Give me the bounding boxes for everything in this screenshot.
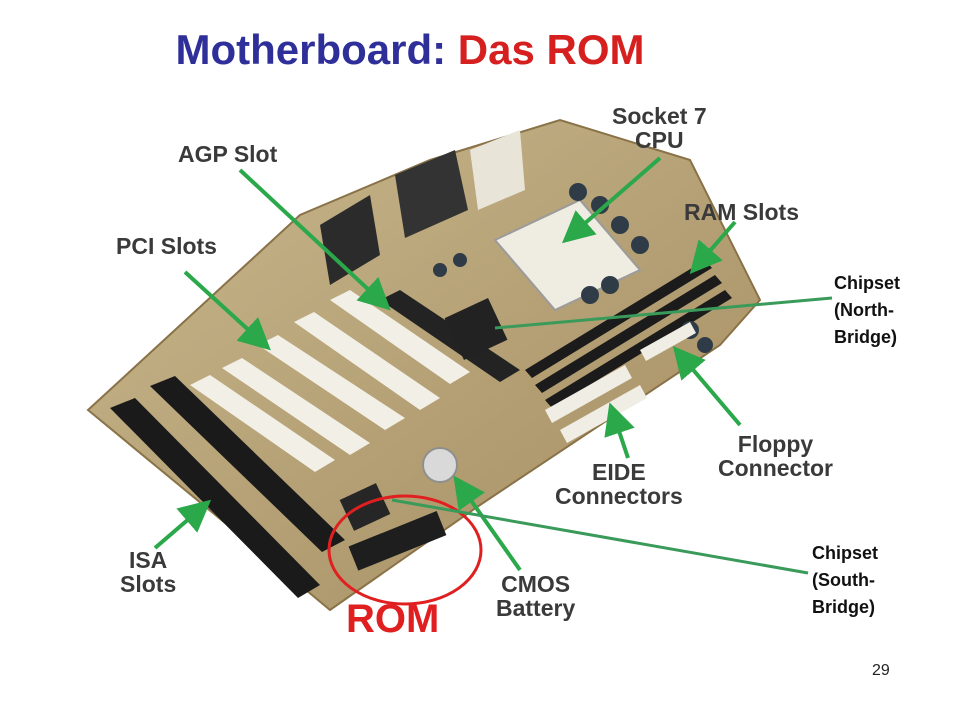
title-main: Motherboard: (175, 26, 458, 73)
label-pci-slots: PCI Slots (116, 233, 217, 259)
back-panel-connectors (320, 130, 525, 285)
isa-slots (110, 376, 345, 598)
label-cmos-battery: CMOS Battery (496, 571, 576, 621)
pci-slots (190, 290, 470, 472)
label-southbridge: Chipset (South- Bridge) (812, 543, 879, 617)
agp-slot (380, 290, 520, 382)
label-northbridge: Chipset (North- Bridge) (834, 273, 901, 347)
rom-chip (348, 510, 447, 571)
eide-connectors (545, 365, 647, 443)
chipset-pointers (391, 296, 833, 575)
slide-title: Motherboard: Das ROM (0, 26, 820, 74)
label-socket-cpu: Socket 7 CPU (612, 103, 707, 153)
label-arrows (153, 156, 742, 572)
label-ram-slots: RAM Slots (684, 199, 799, 225)
label-eide-connectors: EIDE Connectors (555, 459, 683, 509)
page-number: 29 (872, 662, 890, 679)
floppy-connector (640, 322, 696, 361)
southbridge-chip (339, 483, 391, 531)
northbridge-chip (444, 298, 508, 360)
title-highlight: Das ROM (457, 26, 645, 73)
label-isa-slots: ISA Slots (120, 547, 177, 597)
cmos-battery (422, 447, 458, 483)
label-rom: ROM (346, 597, 440, 641)
label-floppy-connector: Floppy Connector (718, 431, 833, 481)
ram-slots (525, 260, 732, 408)
rom-highlight-circle (327, 494, 483, 606)
label-agp-slot: AGP Slot (178, 141, 278, 167)
